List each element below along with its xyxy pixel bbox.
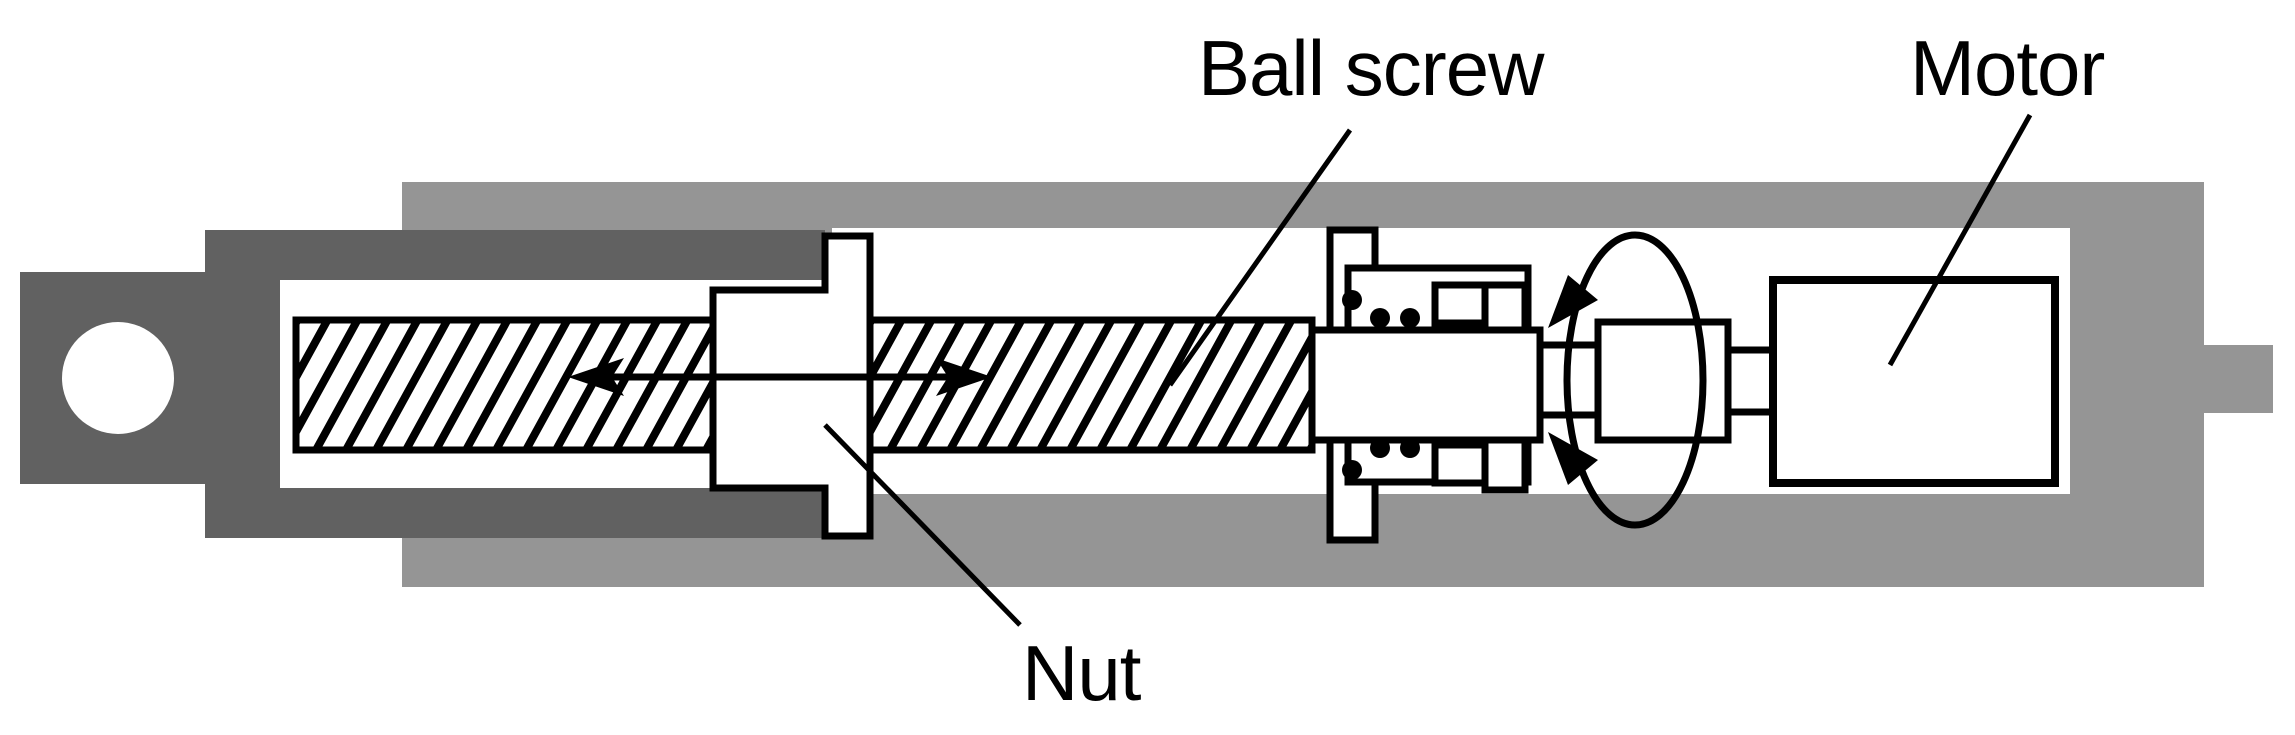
- ball-screw-leader: [1167, 128, 1353, 387]
- screw-thread-hatch: [312, 320, 392, 450]
- screw-thread-hatch: [1096, 320, 1176, 450]
- nut-leader: [823, 423, 1022, 627]
- label-nut: Nut: [1022, 629, 1142, 717]
- ball-screw-shaft-right: [866, 316, 1316, 454]
- screw-thread-hatch: [1036, 320, 1116, 450]
- screw-thread-hatch: [1276, 383, 1312, 450]
- screw-thread-hatch: [492, 320, 572, 450]
- screw-thread-hatch: [946, 320, 1026, 450]
- screw-thread-hatch: [402, 320, 482, 450]
- motor-leader: [1887, 113, 2033, 367]
- screw-thread-hatch: [886, 320, 966, 450]
- screw-thread-hatch: [522, 320, 602, 450]
- screw-thread-hatch: [432, 320, 512, 450]
- screw-thread-hatch: [1126, 320, 1206, 450]
- screw-thread-hatch: [870, 320, 906, 386]
- screw-thread-hatch: [296, 320, 332, 386]
- screw-thread-hatch: [582, 320, 662, 450]
- screw-thread-hatch: [296, 320, 362, 441]
- bearing-inner-race: [1308, 326, 1544, 444]
- label-ball-screw: Ball screw: [1198, 24, 1545, 112]
- screw-thread-hatch: [1066, 320, 1146, 450]
- screw-thread-hatch: [342, 320, 422, 450]
- nut: [709, 232, 874, 540]
- rotation-arrow-icon: [1548, 231, 1707, 529]
- screw-thread-hatch: [612, 320, 692, 450]
- screw-thread-hatch: [372, 320, 452, 450]
- screw-thread-hatch: [462, 320, 542, 450]
- screw-thread-hatch: [642, 320, 713, 450]
- screw-thread-hatch: [1006, 320, 1086, 450]
- double-headed-arrow: [568, 358, 992, 396]
- motor: [1769, 276, 2059, 487]
- screw-thread-hatch: [1216, 320, 1296, 450]
- leader-lines: [823, 113, 2033, 627]
- screw-thread-hatch: [1156, 320, 1236, 450]
- screw-thread-hatch: [976, 320, 1056, 450]
- mounting-eye-hole: [62, 322, 174, 434]
- screw-thread-hatch: [1186, 320, 1266, 450]
- ball-screw-shaft-left: [292, 316, 717, 454]
- coupling: [1536, 318, 1777, 444]
- label-motor: Motor: [1910, 24, 2104, 112]
